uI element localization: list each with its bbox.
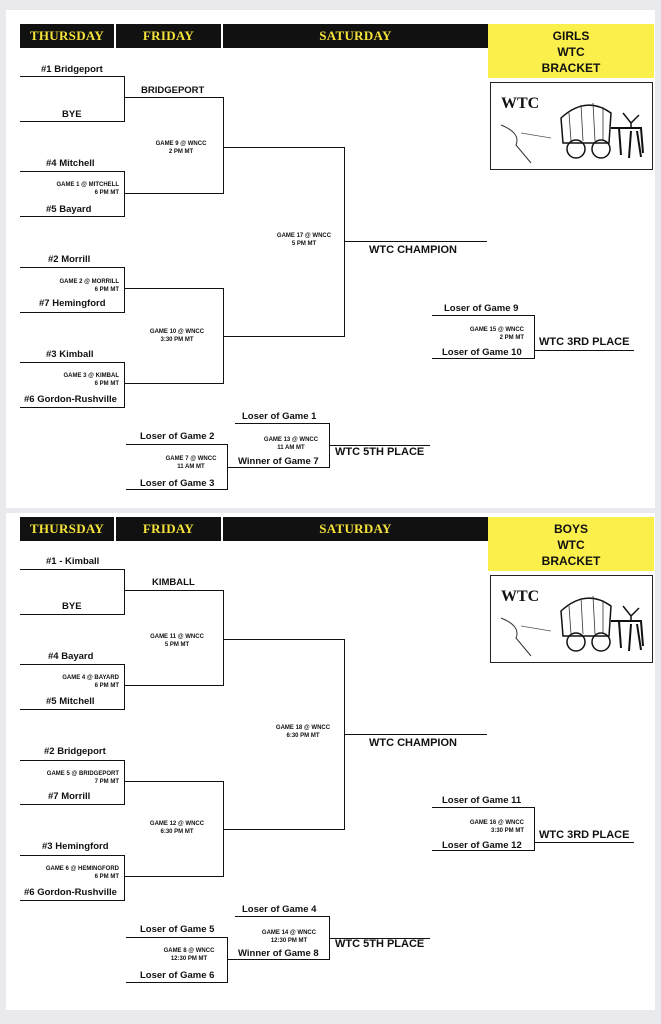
wtc-logo: WTC — [490, 575, 653, 663]
friday-header: FRIDAY — [116, 24, 221, 48]
team-seed-2: #2 Morrill — [48, 254, 91, 265]
title-line: GIRLS — [552, 29, 590, 43]
friday-header: FRIDAY — [116, 517, 221, 541]
boys-bracket-panel: THURSDAY FRIDAY SATURDAY BOYS WTC BRACKE… — [6, 513, 655, 1010]
thursday-header: THURSDAY — [20, 517, 114, 541]
champion-label: WTC CHAMPION — [369, 244, 457, 256]
team-seed-3: #3 Hemingford — [42, 841, 109, 852]
third-place-label: WTC 3RD PLACE — [539, 336, 630, 348]
thursday-header: THURSDAY — [20, 24, 114, 48]
champion-label: WTC CHAMPION — [369, 737, 457, 749]
fifth-place-label: WTC 5TH PLACE — [335, 446, 425, 458]
team-seed-1: #1 Bridgeport — [41, 64, 103, 75]
team-seed-1: #1 - Kimball — [46, 556, 100, 567]
saturday-header: SATURDAY — [223, 24, 488, 48]
title-line: WTC — [557, 538, 585, 552]
cons-bottom: Loser of Game 6 — [140, 970, 215, 981]
wagon-logo-icon: WTC — [500, 588, 644, 657]
title-line: BRACKET — [541, 61, 601, 75]
team-seed-4: #4 Mitchell — [46, 158, 95, 169]
title-line: BOYS — [553, 522, 588, 536]
title-line: WTC — [557, 45, 585, 59]
wtc-logo: WTC — [490, 82, 653, 170]
wagon-logo-icon: WTC — [500, 95, 644, 164]
team-bye: BYE — [62, 601, 82, 612]
advance-team: KIMBALL — [152, 577, 195, 588]
team-seed-5: #5 Bayard — [46, 204, 92, 215]
logo-text: WTC — [501, 588, 539, 605]
girls-bracket-panel: THURSDAY FRIDAY SATURDAY GIRLS WTC BRACK… — [6, 10, 655, 508]
team-seed-4: #4 Bayard — [48, 651, 94, 662]
title-line: BRACKET — [541, 554, 601, 568]
cons-top: Loser of Game 2 — [140, 431, 215, 442]
cons-top: Loser of Game 5 — [140, 924, 215, 935]
team-bye: BYE — [62, 109, 82, 120]
team-seed-6: #6 Gordon-Rushville — [24, 394, 117, 405]
fifth-bottom: Winner of Game 8 — [238, 948, 319, 959]
third-place-label: WTC 3RD PLACE — [539, 829, 630, 841]
team-seed-5: #5 Mitchell — [46, 696, 95, 707]
team-seed-7: #7 Morrill — [48, 791, 91, 802]
fifth-top: Loser of Game 4 — [242, 904, 317, 915]
saturday-header: SATURDAY — [223, 517, 488, 541]
team-seed-7: #7 Hemingford — [39, 298, 106, 309]
third-bottom: Loser of Game 12 — [442, 840, 522, 851]
fifth-place-label: WTC 5TH PLACE — [335, 938, 425, 950]
cons-bottom: Loser of Game 3 — [140, 478, 215, 489]
third-top: Loser of Game 9 — [444, 303, 519, 314]
logo-text: WTC — [501, 95, 539, 112]
bracket-title: BOYS WTC BRACKET — [488, 517, 654, 571]
third-bottom: Loser of Game 10 — [442, 347, 522, 358]
third-top: Loser of Game 11 — [442, 795, 522, 806]
advance-team: BRIDGEPORT — [141, 85, 205, 96]
bracket-title: GIRLS WTC BRACKET — [488, 24, 654, 78]
fifth-top: Loser of Game 1 — [242, 411, 317, 422]
team-seed-2: #2 Bridgeport — [44, 746, 106, 757]
team-seed-6: #6 Gordon-Rushville — [24, 887, 117, 898]
fifth-bottom: Winner of Game 7 — [238, 456, 319, 467]
team-seed-3: #3 Kimball — [46, 349, 94, 360]
